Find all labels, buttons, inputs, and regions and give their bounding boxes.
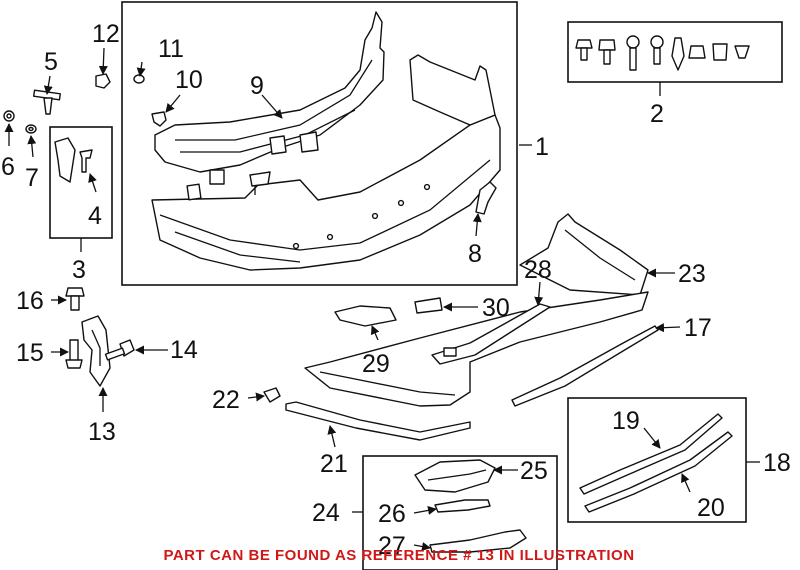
- molding-19-part: [579, 413, 723, 495]
- callout-3: 3: [72, 256, 86, 284]
- callout-12: 12: [92, 20, 120, 48]
- callout-26: 26: [378, 500, 406, 528]
- reflector-29-part: [334, 305, 397, 327]
- strip-28-part: [431, 303, 551, 365]
- molding-20-part: [584, 431, 733, 513]
- callout-28: 28: [524, 256, 552, 284]
- callout-1: 1: [535, 133, 549, 161]
- lower-valance-23-part: [519, 213, 649, 296]
- callout-4: 4: [88, 202, 102, 230]
- callout-22: 22: [212, 386, 240, 414]
- trim-27-part: [429, 529, 527, 553]
- insert-30-part: [414, 297, 443, 314]
- clip-10-part: [151, 111, 167, 127]
- bolt-14-part: [104, 339, 135, 361]
- trim-25-part: [414, 459, 496, 493]
- callout-15: 15: [16, 339, 44, 367]
- callout-30: 30: [482, 294, 510, 322]
- callout-8: 8: [468, 240, 482, 268]
- callout-7: 7: [25, 164, 39, 192]
- callout-25: 25: [520, 457, 548, 485]
- callout-27: 27: [378, 532, 406, 560]
- bolt-16-part: [65, 287, 85, 311]
- callout-11: 11: [158, 35, 184, 63]
- callout-29: 29: [362, 350, 390, 378]
- group-box-2: [567, 21, 783, 83]
- callout-18: 18: [763, 449, 791, 477]
- callout-16: 16: [16, 287, 44, 315]
- bolt-15-part: [65, 339, 83, 369]
- bumper-cover-part: [151, 54, 501, 271]
- callout-9: 9: [250, 72, 264, 100]
- callout-13: 13: [88, 418, 116, 446]
- group-box-1: [121, 1, 518, 286]
- callout-14: 14: [170, 336, 198, 364]
- callout-21: 21: [320, 450, 348, 478]
- nut-12-part: [95, 73, 111, 89]
- trim-26-part: [434, 499, 491, 513]
- impact-bar-part: [154, 11, 385, 201]
- leader-lines: [4, 47, 760, 551]
- callout-23: 23: [678, 260, 706, 288]
- callout-2: 2: [650, 100, 664, 128]
- callout-10: 10: [175, 66, 203, 94]
- callout-24: 24: [312, 499, 340, 527]
- washer-7-part: [25, 124, 37, 134]
- group-box-18: [567, 397, 747, 523]
- reference-note: PART CAN BE FOUND AS REFERENCE # 13 IN I…: [163, 547, 634, 564]
- callout-19: 19: [612, 407, 640, 435]
- callout-6: 6: [1, 153, 15, 181]
- molding-21-part: [285, 401, 471, 441]
- callout-20: 20: [697, 494, 725, 522]
- group-box-24: [362, 455, 558, 570]
- callout-5: 5: [44, 48, 58, 76]
- clip-22-part: [263, 387, 281, 403]
- nut-6-part: [3, 110, 15, 122]
- washer-11-part: [133, 74, 145, 84]
- callout-17: 17: [684, 314, 712, 342]
- bracket-3-part: [54, 137, 93, 183]
- bracket-13-part: [81, 315, 111, 387]
- clip-8-part: [475, 181, 497, 215]
- fastener-set-part: [575, 35, 750, 71]
